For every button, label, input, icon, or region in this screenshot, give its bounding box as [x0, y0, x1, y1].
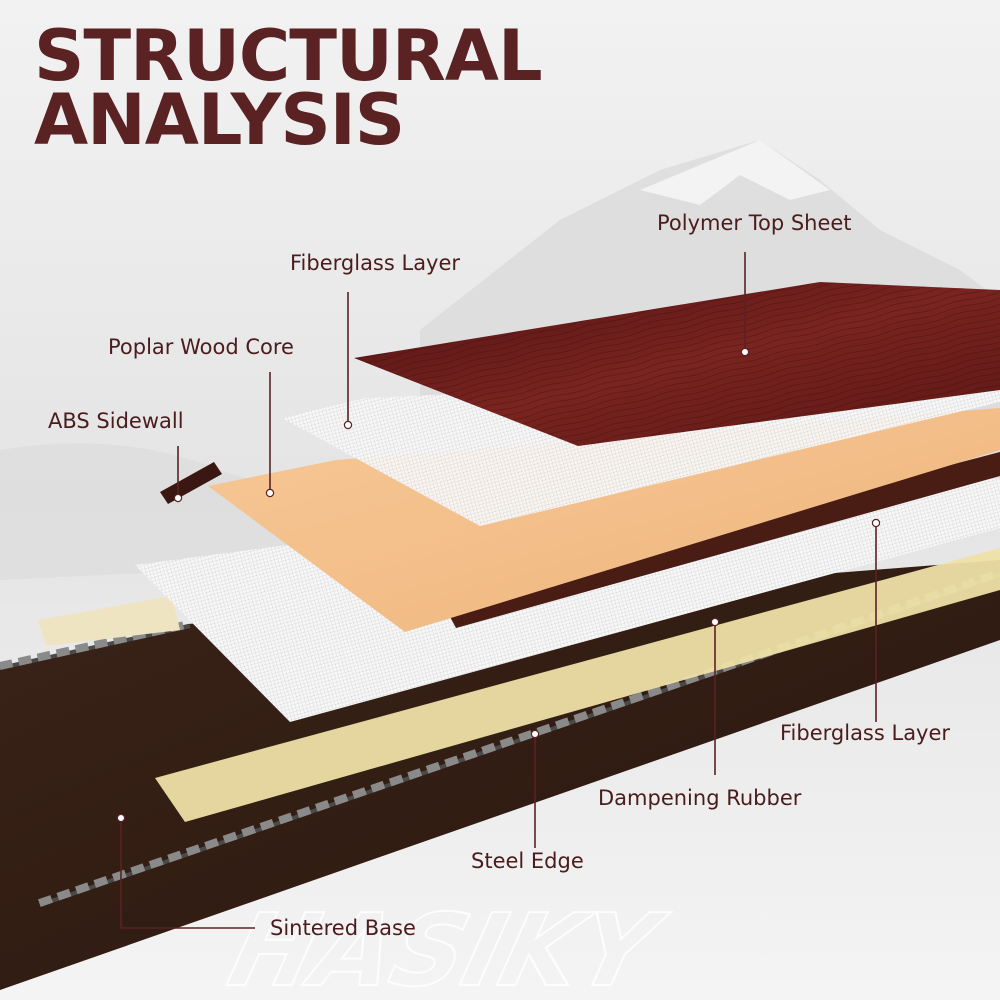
steel-edge-segment [148, 857, 164, 869]
dot-fiberglass-bottom [871, 518, 881, 528]
steel-edge-segment [38, 895, 53, 907]
label-abs-sidewall: ABS Sidewall [48, 409, 184, 433]
steel-edge-segment [296, 806, 312, 819]
label-polymer-top-sheet: Polymer Top Sheet [657, 211, 852, 235]
steel-edge-segment [499, 736, 515, 749]
steel-edge-segment [554, 717, 570, 730]
steel-edge-segment [0, 659, 14, 670]
steel-edge-segment [481, 742, 497, 755]
dot-polymer-top-sheet [740, 347, 750, 357]
steel-edge-segment [74, 642, 90, 654]
label-fiberglass-layer-top: Fiberglass Layer [290, 251, 461, 275]
steel-edge-segment [56, 888, 72, 901]
steel-edge-segment [93, 638, 109, 649]
steel-edge-segment [314, 799, 330, 812]
steel-edge-segment [444, 755, 460, 768]
label-sintered-base: Sintered Base [270, 916, 416, 940]
mountain-snow [640, 140, 830, 205]
abs-sidewall-left [160, 462, 222, 504]
rubber-strip-left [38, 596, 180, 646]
page-title: STRUCTURAL ANALYSIS [34, 21, 543, 155]
abs-sidewall-right [440, 452, 1000, 628]
steel-edge-segment [130, 863, 146, 876]
steel-edge-segment [351, 787, 367, 800]
steel-edge-segment [241, 825, 257, 838]
anchor-dots [116, 347, 881, 823]
steel-edge-segment [222, 831, 238, 844]
steel-edge-segment [185, 844, 201, 857]
steel-edge-segment [573, 711, 589, 723]
title-line-1: STRUCTURAL [34, 15, 543, 97]
steel-edge-segment [17, 655, 33, 666]
steel-edge-segment [536, 723, 552, 736]
label-steel-edge: Steel Edge [471, 849, 584, 873]
steel-edge-segment [278, 812, 293, 825]
steel-edge-segment [407, 768, 423, 780]
top-sheet-grain [354, 282, 1000, 446]
steel-edge-segment [204, 837, 220, 850]
label-dampening-rubber: Dampening Rubber [598, 786, 802, 810]
watermark-logo: HASIKY [219, 892, 677, 1000]
title-line-2: ANALYSIS [34, 79, 405, 161]
dampening-rubber-layer [155, 548, 1000, 822]
dot-dampening-rubber [710, 617, 720, 627]
steel-edge-segment [36, 650, 52, 662]
steel-edge-segment [333, 793, 349, 806]
steel-edge-segment [259, 818, 275, 831]
steel-edge-segment [111, 869, 127, 882]
leader-lines [120, 252, 877, 929]
steel-edge-segment [425, 761, 441, 774]
dot-abs-sidewall [173, 493, 183, 503]
leader-sintered-base [120, 818, 255, 929]
label-fiberglass-layer-bottom: Fiberglass Layer [780, 721, 951, 745]
dot-steel-edge [530, 729, 540, 739]
dot-poplar-wood-core [265, 488, 275, 498]
steel-edge-segment [370, 780, 386, 793]
steel-edge-segment [610, 698, 626, 711]
steel-edge-segment [55, 646, 71, 658]
steel-edge-segment [93, 876, 109, 888]
steel-edge-segment [591, 704, 607, 717]
steel-edge-segment [462, 749, 478, 761]
label-poplar-wood-core: Poplar Wood Core [108, 335, 294, 359]
steel-edge-segment [167, 850, 183, 863]
dot-fiberglass-top [343, 420, 353, 430]
steel-edge-segment [74, 882, 90, 895]
dot-sintered-base [116, 813, 126, 823]
steel-edge-segment [628, 692, 644, 704]
steel-edge-segment [388, 774, 404, 787]
steel-edge-segment [518, 730, 533, 742]
